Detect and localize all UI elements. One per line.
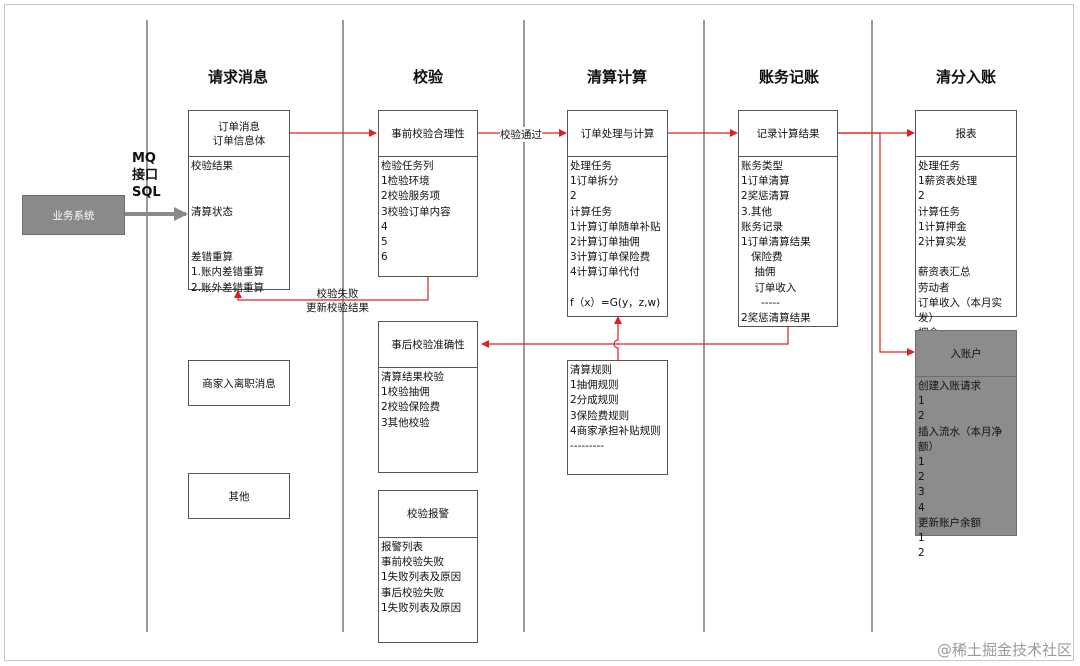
alarm-title: 校验报警 [379,491,477,538]
order-message-title: 订单消息 订单信息体 [189,111,289,157]
arrow-rules-to-calc [613,316,622,360]
lane-divider [871,20,873,632]
arrow-record-to-entry [838,132,915,356]
watermark: @稀土掘金技术社区 [936,641,1072,659]
record-result-box: 记录计算结果 账务类型 1订单清算 2奖惩清算 3.其他 账务记录 1订单清算结… [738,110,838,327]
report-box: 报表 处理任务 1薪资表处理 2 计算任务 1计算押金 2计算实发 薪资表汇总 … [915,110,1017,339]
verify-fail-label: 校验失败 更新校验结果 [306,288,369,314]
merchant-message-box: 商家入离职消息 [188,360,290,406]
post-check-title: 事后校验准确性 [379,322,477,368]
lane-title-split: 清分入账 [935,68,996,86]
entry-account-title: 入账户 [916,331,1016,377]
lane-title-account: 账务记账 [758,68,819,86]
report-title: 报表 [916,111,1016,157]
report-body: 处理任务 1薪资表处理 2 计算任务 1计算押金 2计算实发 薪资表汇总 劳动者… [918,160,1002,339]
lane-divider [523,20,525,632]
lane-title-verify: 校验 [412,68,443,86]
alarm-body: 报警列表 事前校验失败 1失败列表及原因 事后校验失败 1失败列表及原因 [381,541,462,614]
settle-rules-box: 清算规则 1抽佣规则 2分成规则 3保险费规则 4商家承担补贴规则 ------… [567,360,668,475]
diagram-frame [4,4,1074,661]
order-calc-body: 处理任务 1订单拆分 2 计算任务 1计算订单随单补贴 2计算订单抽佣 3计算订… [570,160,661,309]
entry-account-box: 入账户 创建入账请求 1 2 插入流水（本月净 额） 1 2 3 4 更新账户余… [915,330,1017,559]
arrow-record-to-postcheck [481,327,789,348]
lane-divider [146,20,148,632]
order-message-body: 校验结果 清算状态 差错重算 1.账内差错重算 2.账外差错重算 [191,160,265,294]
alarm-box: 校验报警 报警列表 事前校验失败 1失败列表及原因 事后校验失败 1失败列表及原… [378,490,478,643]
lane-title-settle: 清算计算 [586,68,647,86]
settle-rules-body: 清算规则 1抽佣规则 2分成规则 3保险费规则 4商家承担补贴规则 ------… [570,364,661,453]
post-check-box: 事后校验准确性 清算结果校验 1校验抽佣 2校验保险费 3其他校验 [378,321,478,473]
pre-check-body: 检验任务列 1检验环境 2校验服务项 3校验订单内容 4 5 6 [381,160,451,264]
arrow-fail-to-order [234,277,429,301]
pre-check-box: 事前校验合理性 检验任务列 1检验环境 2校验服务项 3校验订单内容 4 5 6 [378,110,478,277]
business-system-box: 业务系统 [22,195,125,235]
order-calc-box: 订单处理与计算 处理任务 1订单拆分 2 计算任务 1计算订单随单补贴 2计算订… [567,110,668,317]
record-result-title: 记录计算结果 [739,111,837,157]
verify-pass-label: 校验通过 [500,127,542,142]
order-calc-title: 订单处理与计算 [568,111,667,157]
record-result-body: 账务类型 1订单清算 2奖惩清算 3.其他 账务记录 1订单清算结果 保险费 抽… [741,160,811,325]
lane-divider [342,20,344,632]
lane-divider [703,20,705,632]
post-check-body: 清算结果校验 1校验抽佣 2校验保险费 3其他校验 [381,371,444,429]
entry-account-body: 创建入账请求 1 2 插入流水（本月净 额） 1 2 3 4 更新账户余额 1 … [918,380,1002,560]
lane-title-request: 请求消息 [207,68,268,86]
channel-label: MQ 接口 SQL [132,151,161,200]
order-message-box: 订单消息 订单信息体 校验结果 清算状态 差错重算 1.账内差错重算 2.账外差… [188,110,290,294]
other-message-box: 其他 [188,473,290,519]
pre-check-title: 事前校验合理性 [379,111,477,157]
